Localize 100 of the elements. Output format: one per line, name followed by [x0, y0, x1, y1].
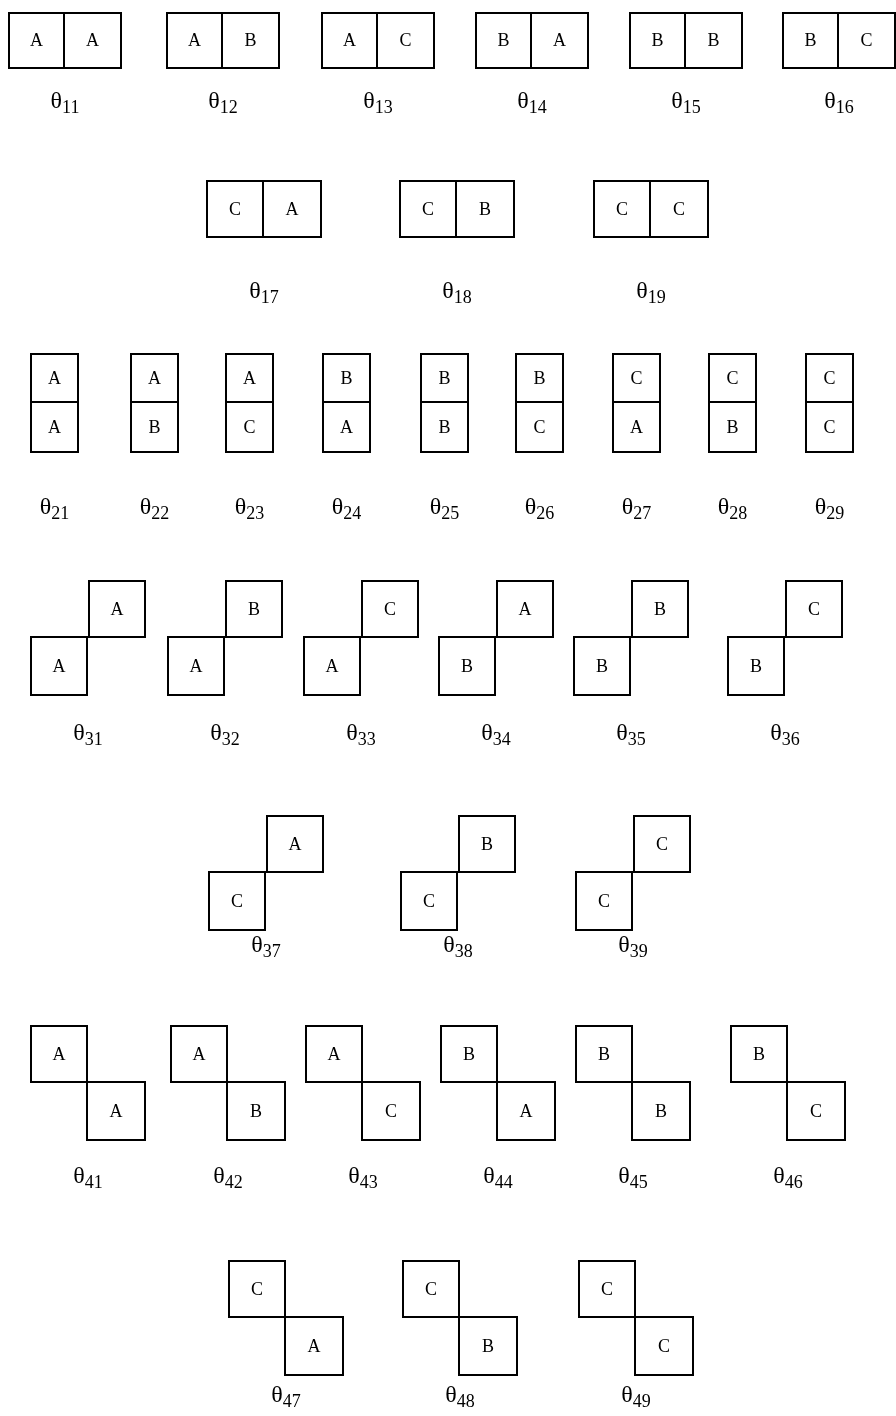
letter-square: C [633, 815, 691, 873]
theta-label: θ$_{14}$ [517, 88, 547, 112]
letter-square: A [166, 12, 223, 69]
letter-square: C [708, 353, 757, 403]
letter-square: A [322, 401, 371, 453]
theta-label: θ$_{16}$ [824, 88, 854, 112]
letter-square: C [805, 353, 854, 403]
letter-square: B [322, 353, 371, 403]
letter-square: A [530, 12, 589, 69]
letter-square: B [420, 353, 469, 403]
theta-label: θ$_{22}$ [139, 494, 170, 518]
theta-label: θ$_{41}$ [73, 1163, 103, 1187]
letter-square: C [515, 401, 564, 453]
letter-square: B [438, 636, 496, 696]
letter-square: B [458, 815, 516, 873]
theta-label: θ$_{18}$ [442, 278, 472, 302]
letter-square: A [30, 353, 79, 403]
letter-square: A [262, 180, 322, 238]
letter-square: B [708, 401, 757, 453]
letter-square: A [88, 580, 146, 638]
letter-square: C [399, 180, 457, 238]
theta-label: θ$_{15}$ [671, 88, 701, 112]
letter-square: C [786, 1081, 846, 1141]
letter-square: C [225, 401, 274, 453]
theta-label: θ$_{37}$ [251, 932, 281, 956]
letter-square: B [684, 12, 743, 69]
letter-square: A [305, 1025, 363, 1083]
letter-square: B [515, 353, 564, 403]
theta-label: θ$_{24}$ [331, 494, 362, 518]
letter-square: C [376, 12, 435, 69]
theta-label: θ$_{38}$ [443, 932, 473, 956]
theta-label: θ$_{23}$ [234, 494, 265, 518]
letter-square: A [30, 1025, 88, 1083]
theta-label: θ$_{34}$ [481, 720, 511, 744]
letter-square: C [208, 871, 266, 931]
letter-square: C [612, 353, 661, 403]
letter-square: A [612, 401, 661, 453]
theta-label: θ$_{49}$ [621, 1382, 651, 1406]
letter-square: B [420, 401, 469, 453]
theta-label: θ$_{27}$ [621, 494, 652, 518]
letter-square: B [730, 1025, 788, 1083]
theta-label: θ$_{29}$ [814, 494, 845, 518]
letter-square: A [321, 12, 378, 69]
theta-label: θ$_{33}$ [346, 720, 376, 744]
letter-square: C [837, 12, 896, 69]
letter-square: C [593, 180, 651, 238]
theta-label: θ$_{13}$ [363, 88, 393, 112]
letter-square: B [475, 12, 532, 69]
theta-label: θ$_{19}$ [636, 278, 666, 302]
letter-square: B [455, 180, 515, 238]
theta-label: θ$_{36}$ [770, 720, 800, 744]
letter-square: A [30, 636, 88, 696]
letter-square: A [86, 1081, 146, 1141]
letter-square: C [206, 180, 264, 238]
letter-square: B [221, 12, 280, 69]
letter-square: C [228, 1260, 286, 1318]
theta-label: θ$_{21}$ [39, 494, 70, 518]
letter-square: A [266, 815, 324, 873]
theta-label: θ$_{44}$ [483, 1163, 513, 1187]
letter-square: C [400, 871, 458, 931]
letter-square: B [782, 12, 839, 69]
letter-square: A [284, 1316, 344, 1376]
letter-square: B [458, 1316, 518, 1376]
letter-square: A [30, 401, 79, 453]
letter-square: B [575, 1025, 633, 1083]
letter-square: C [649, 180, 709, 238]
theta-label: θ$_{17}$ [249, 278, 279, 302]
letter-square: A [170, 1025, 228, 1083]
letter-square: C [361, 580, 419, 638]
letter-square: B [727, 636, 785, 696]
theta-label: θ$_{48}$ [445, 1382, 475, 1406]
letter-square: C [361, 1081, 421, 1141]
letter-square: B [573, 636, 631, 696]
theta-label: θ$_{26}$ [524, 494, 555, 518]
letter-square: A [225, 353, 274, 403]
theta-label: θ$_{47}$ [271, 1382, 301, 1406]
letter-square: C [402, 1260, 460, 1318]
theta-label: θ$_{42}$ [213, 1163, 243, 1187]
letter-square: B [631, 580, 689, 638]
letter-square: C [575, 871, 633, 931]
letter-square: C [805, 401, 854, 453]
theta-label: θ$_{39}$ [618, 932, 648, 956]
theta-label: θ$_{12}$ [208, 88, 238, 112]
letter-square: A [496, 580, 554, 638]
theta-label: θ$_{31}$ [73, 720, 103, 744]
letter-square: A [496, 1081, 556, 1141]
letter-square: A [8, 12, 65, 69]
letter-square: B [226, 1081, 286, 1141]
theta-label: θ$_{43}$ [348, 1163, 378, 1187]
letter-square: A [130, 353, 179, 403]
letter-square: A [167, 636, 225, 696]
letter-square: B [631, 1081, 691, 1141]
theta-label: θ$_{25}$ [429, 494, 460, 518]
letter-square: B [225, 580, 283, 638]
theta-label: θ$_{11}$ [50, 88, 80, 112]
theta-label: θ$_{32}$ [210, 720, 240, 744]
letter-square: C [578, 1260, 636, 1318]
letter-square: C [785, 580, 843, 638]
letter-square: A [63, 12, 122, 69]
theta-label: θ$_{45}$ [618, 1163, 648, 1187]
